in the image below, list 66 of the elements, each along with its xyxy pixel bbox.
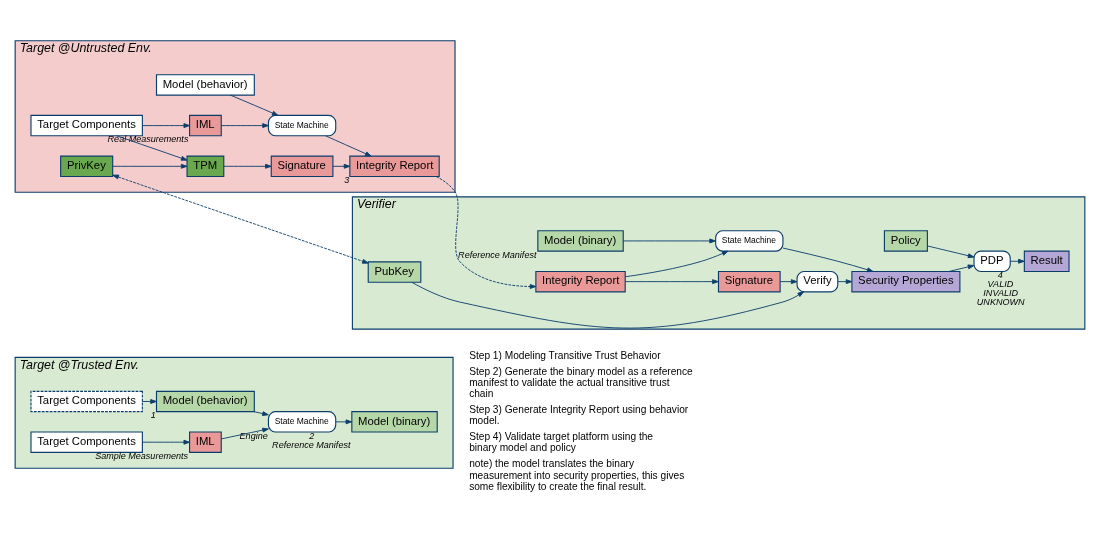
arrow bbox=[229, 94, 279, 116]
node-box: Result bbox=[1023, 250, 1070, 272]
node-box: Integrity Report bbox=[535, 270, 626, 292]
node-label: Real Measurements bbox=[107, 133, 189, 144]
node-label: Reference Manifest bbox=[458, 249, 537, 260]
node-label: 3 bbox=[344, 174, 350, 185]
arrow bbox=[220, 122, 269, 128]
node-box: PrivKey bbox=[60, 155, 114, 177]
node-box: Model (behavior) bbox=[155, 73, 255, 96]
node-box: Model (binary) bbox=[351, 410, 438, 433]
arrow bbox=[927, 245, 975, 258]
node-box: Signature bbox=[717, 270, 781, 292]
label: Step 2) Generate the binary model as a reference manifest to validate the actual transitive trust chain bbox=[469, 365, 693, 399]
arrow bbox=[837, 278, 853, 284]
node-label: Reference Manifest bbox=[272, 439, 351, 450]
label: Step 4) Validate target platform using the binary model and policy bbox=[469, 430, 654, 453]
arrow bbox=[948, 263, 975, 272]
arrow bbox=[335, 418, 353, 424]
arrow bbox=[1009, 258, 1025, 264]
node-label: Sample Measurements bbox=[95, 450, 189, 461]
arrow bbox=[220, 427, 269, 439]
arrow bbox=[622, 238, 716, 243]
node-box: Signature bbox=[270, 155, 334, 177]
node-label: 4 bbox=[997, 269, 1003, 280]
arrow bbox=[782, 247, 874, 272]
label: Step 3) Generate Integrity Report using behavior model. bbox=[469, 403, 689, 426]
arrow bbox=[332, 163, 351, 169]
node-label: 1 bbox=[150, 409, 156, 420]
node-box: Policy bbox=[883, 229, 928, 252]
node-box: Integrity Report bbox=[349, 155, 440, 177]
arrow bbox=[253, 410, 269, 416]
node-label: 2 bbox=[309, 430, 315, 441]
node-box: State Machine bbox=[267, 114, 337, 136]
arrow bbox=[142, 122, 190, 128]
arrow bbox=[142, 439, 190, 445]
node-box: Security Properties bbox=[851, 270, 961, 292]
arrow bbox=[779, 278, 798, 284]
node-box: Target Components bbox=[30, 430, 143, 453]
node-box: Model (binary) bbox=[537, 229, 624, 252]
node-box: Verify bbox=[796, 270, 839, 292]
node-box: State Machine bbox=[267, 410, 337, 433]
arrow bbox=[435, 175, 537, 289]
node-label: VALID bbox=[987, 278, 1014, 289]
node-label: INVALID bbox=[983, 287, 1018, 298]
arrow bbox=[142, 398, 157, 404]
arrow bbox=[624, 250, 729, 277]
node-box: Target Components bbox=[30, 390, 143, 412]
label: note) the model translates the binary measurement into security properties, this gives some flexibility to create the final result. bbox=[469, 457, 685, 492]
arrow bbox=[112, 174, 369, 264]
node-box: Model (behavior) bbox=[155, 390, 255, 412]
arrow bbox=[411, 281, 805, 328]
node-box: IML bbox=[189, 114, 222, 136]
node-box: Target Components bbox=[30, 114, 143, 136]
node-box: State Machine bbox=[715, 229, 784, 252]
arrow bbox=[325, 134, 372, 157]
node-label: Engine bbox=[239, 430, 268, 441]
arrow bbox=[116, 134, 188, 161]
node-box: IML bbox=[189, 430, 222, 453]
node-box: PDP bbox=[973, 250, 1011, 272]
node-label: UNKNOWN bbox=[976, 296, 1025, 307]
node-box: PubKey bbox=[367, 260, 422, 283]
arrow bbox=[223, 163, 272, 169]
arrow bbox=[112, 163, 188, 169]
label: Step 1) Modeling Transitive Trust Behavior bbox=[469, 349, 661, 361]
node-box: TPM bbox=[186, 155, 225, 177]
arrow bbox=[624, 278, 719, 284]
